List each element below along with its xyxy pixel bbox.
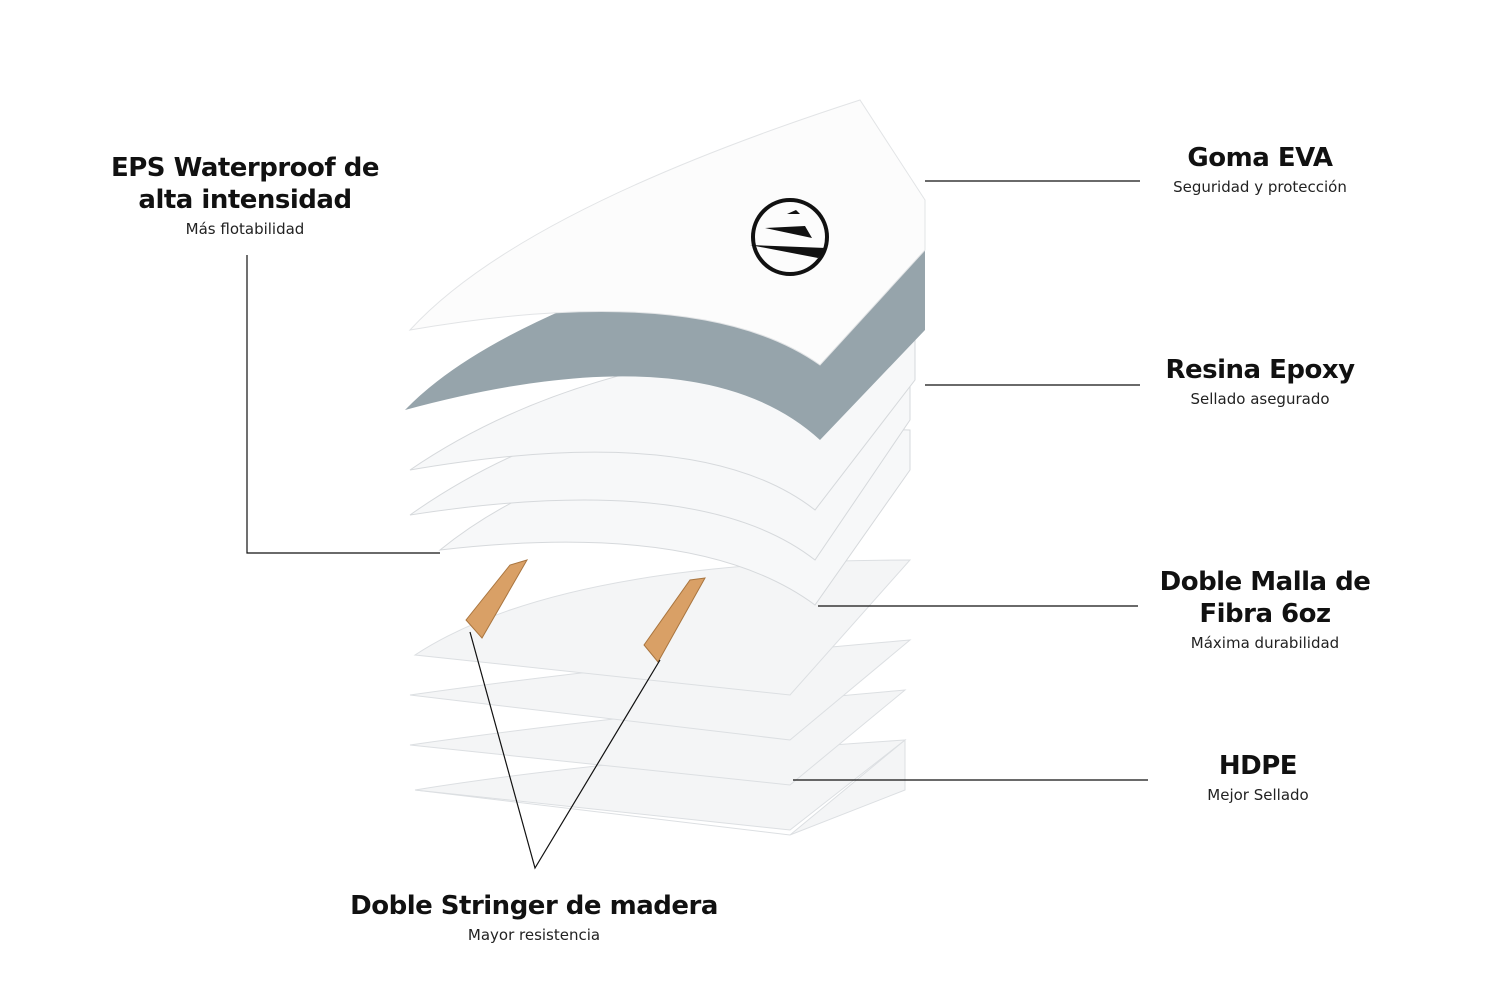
hdpe-title: HDPE (1218, 751, 1298, 781)
hdpe-subtitle: Mejor Sellado (1207, 786, 1309, 804)
malla-title-line1: Doble Malla de (1159, 567, 1371, 597)
eps-title-line1: EPS Waterproof de (110, 153, 380, 183)
stringer-subtitle: Mayor resistencia (467, 926, 601, 944)
label-resina-epoxy: Resina Epoxy Sellado asegurado (1110, 354, 1410, 408)
bottom-sheets (409, 559, 912, 836)
eps-title-line2: alta intensidad (138, 185, 352, 215)
leader-lines (246, 180, 1148, 870)
malla-title-line2: Fibra 6oz (1199, 599, 1331, 629)
hdpe-top-layer (408, 99, 926, 366)
stringer-title: Doble Stringer de madera (350, 891, 718, 921)
goma-subtitle: Seguridad y protección (1173, 178, 1347, 196)
resina-subtitle: Sellado asegurado (1190, 390, 1330, 408)
label-hdpe: HDPE Mejor Sellado (1108, 750, 1408, 804)
wood-stringers (465, 559, 706, 663)
label-doble-malla: Doble Malla de Fibra 6oz Máxima durabili… (1115, 566, 1415, 652)
brand-logo-icon (750, 198, 829, 276)
label-goma-eva: Goma EVA Seguridad y protección (1110, 142, 1410, 196)
eps-subtitle: Más flotabilidad (185, 220, 305, 238)
malla-subtitle: Máxima durabilidad (1190, 634, 1340, 652)
label-stringer: Doble Stringer de madera Mayor resistenc… (334, 890, 734, 944)
goma-title: Goma EVA (1187, 143, 1333, 173)
label-eps: EPS Waterproof de alta intensidad Más fl… (95, 152, 395, 238)
resina-title: Resina Epoxy (1165, 355, 1355, 385)
